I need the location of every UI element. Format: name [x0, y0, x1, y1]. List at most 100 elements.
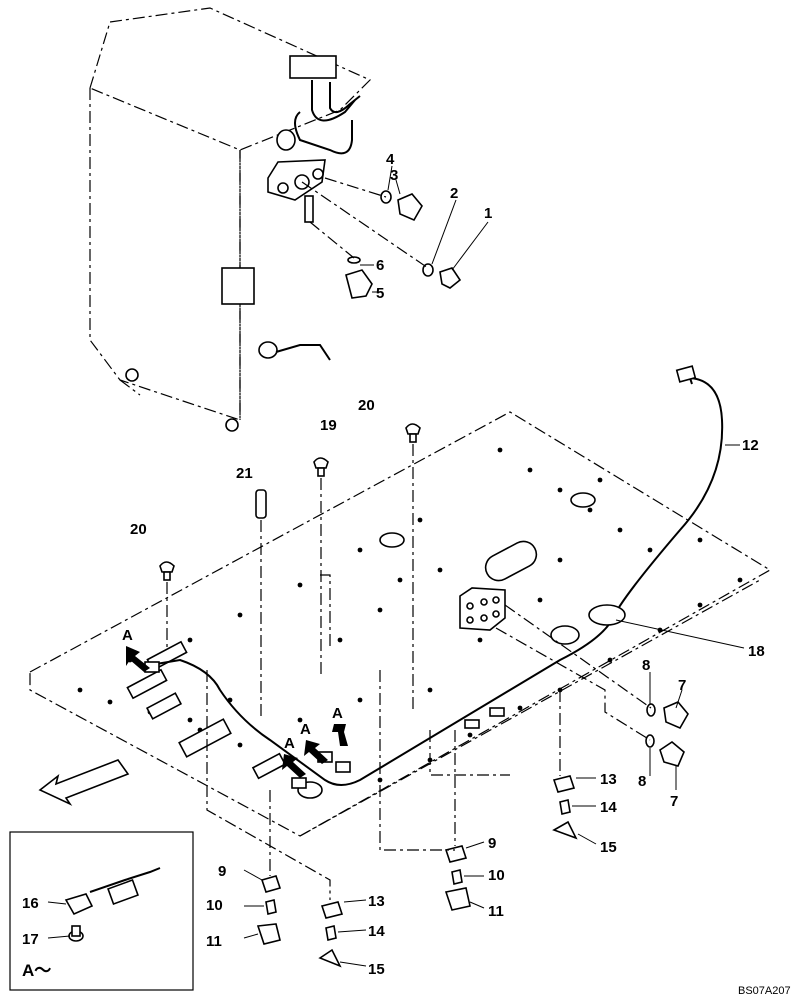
part-number-11: 11	[488, 903, 504, 920]
part-number-4: 4	[386, 151, 395, 168]
part-number-18: 18	[748, 643, 765, 660]
o-ring-6	[347, 256, 361, 264]
part-number-10: 10	[206, 897, 223, 914]
plate-hole-large-2	[570, 492, 596, 508]
plate-bolts	[159, 423, 421, 720]
o-ring-8-upper	[646, 703, 656, 717]
plate-tab-1	[464, 719, 480, 729]
tank-assembly	[89, 7, 372, 432]
elbow-5	[345, 269, 373, 299]
part-number-7: 7	[670, 793, 678, 810]
part-number-5: 5	[376, 285, 384, 302]
part-number-14: 14	[600, 799, 617, 816]
screw-14-upper	[559, 799, 571, 815]
part-number-7: 7	[678, 677, 686, 694]
part-number-12: 12	[742, 437, 759, 454]
callout-arrow-1	[126, 646, 150, 672]
detail-connector	[107, 879, 139, 905]
tank-label-plate	[221, 267, 255, 305]
detail-frame	[9, 831, 194, 991]
plug-1	[439, 267, 462, 289]
underside-hardware	[206, 670, 578, 968]
part-number-9: 9	[488, 835, 496, 852]
tank-fittings	[301, 177, 462, 299]
drain-plug	[258, 341, 278, 359]
part-number-20: 20	[358, 397, 375, 414]
clamp-9-left	[260, 875, 282, 893]
part-number-19: 19	[320, 417, 337, 434]
clamp-11-left	[256, 923, 281, 945]
part-number-11: 11	[206, 933, 222, 950]
plate-hole-large-3	[550, 625, 580, 645]
plate-holes	[77, 447, 743, 793]
bolt-20-right	[405, 423, 421, 435]
bolt-20-left	[159, 561, 175, 573]
part-number-9: 9	[218, 863, 226, 880]
detail-box-a: A～	[9, 831, 194, 991]
bolt-19	[313, 457, 329, 469]
detail-clamp-16	[64, 893, 94, 916]
pin-21	[255, 489, 267, 519]
part-number-2: 2	[450, 185, 458, 202]
part-number-21: 21	[236, 465, 253, 482]
fitting-7-lower	[659, 741, 685, 767]
part-number-16: 16	[22, 895, 39, 912]
detail-label: A～	[22, 961, 51, 980]
clip-15-lower	[318, 948, 342, 968]
clip-15-upper	[552, 820, 578, 840]
plate-tab-2	[489, 707, 505, 717]
part-number-15: 15	[368, 961, 385, 978]
callout-letter-2: A	[284, 735, 295, 752]
part-number-3: 3	[390, 167, 398, 184]
manifold-block	[459, 587, 506, 631]
tank-cap	[289, 55, 337, 79]
leader-lines	[47, 165, 745, 967]
screw-14-lower	[325, 925, 337, 941]
fitting-7-upper	[663, 701, 689, 730]
part-number-17: 17	[22, 931, 39, 948]
callout-arrows: A A A A	[122, 627, 348, 778]
callout-letter-4: A	[332, 705, 343, 722]
callout-arrow-4	[332, 724, 348, 746]
grommet-18	[588, 604, 626, 626]
block-port-1	[277, 182, 289, 194]
floor-plate	[29, 411, 772, 837]
clamp-9-right	[444, 845, 468, 863]
front-direction-arrow	[38, 759, 130, 806]
screw-10-left	[265, 899, 277, 915]
tank-port	[276, 129, 296, 151]
manifold-fittings	[495, 604, 689, 767]
o-ring-8-lower	[645, 734, 655, 748]
part-number-8: 8	[642, 657, 650, 674]
plate-pad-5	[251, 752, 287, 780]
tank-stud	[304, 195, 314, 223]
screw-10-right	[451, 869, 463, 885]
callout-arrow-3	[304, 740, 328, 764]
clamp-13-upper	[552, 775, 576, 793]
harness-clamps	[144, 661, 351, 789]
clamp-11-right	[444, 887, 471, 911]
part-number-6: 6	[376, 257, 384, 274]
clamp-a-4	[335, 761, 351, 773]
part-number-8: 8	[638, 773, 646, 790]
plug-3	[397, 193, 423, 222]
part-number-13: 13	[600, 771, 617, 788]
tank-foot-1	[125, 368, 139, 382]
harness-connector	[675, 365, 697, 383]
plate-pad-3	[145, 692, 183, 720]
part-number-1: 1	[484, 205, 492, 222]
drawing-code: BS07A207	[738, 985, 791, 997]
clamp-a-2	[291, 777, 307, 789]
part-number-10: 10	[488, 867, 505, 884]
block-port-3	[312, 168, 324, 180]
callout-arrow-2	[282, 754, 306, 778]
tank-foot-2	[225, 418, 239, 432]
callout-letter-3: A	[300, 721, 311, 738]
plate-hole-large-1	[379, 532, 405, 548]
part-labels: 1234567788991010111112131314141515161718…	[22, 151, 765, 978]
part-number-13: 13	[368, 893, 385, 910]
plate-pad-2	[126, 668, 168, 700]
part-number-20: 20	[130, 521, 147, 538]
